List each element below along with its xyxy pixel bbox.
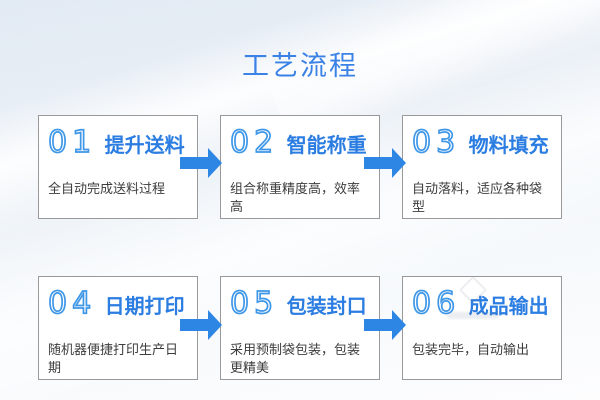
step-description: 组合称重精度高，效率高 — [230, 181, 361, 214]
step-heading: 06 成品输出 — [411, 286, 553, 326]
step-title: 提升送料 — [104, 135, 185, 157]
page-title: 工艺流程 — [242, 51, 358, 81]
step-description: 随机器便捷打印生产日期 — [48, 342, 179, 375]
step-number: 05 — [229, 286, 279, 322]
step-card-1: 01 提升送料 全自动完成送料过程 — [38, 115, 198, 219]
step-heading: 03 物料填充 — [411, 125, 553, 165]
step-description: 自动落料，适应各种袋型 — [412, 181, 543, 214]
step-heading: 04 日期打印 — [47, 286, 189, 326]
step-description: 采用预制袋包装，包装更精美 — [230, 342, 361, 375]
step-heading: 05 包装封口 — [229, 286, 371, 326]
step-number: 02 — [229, 125, 279, 161]
step-description: 包装完毕，自动输出 — [412, 342, 530, 357]
step-card-4: 04 日期打印 随机器便捷打印生产日期 — [38, 276, 198, 380]
step-number: 01 — [47, 125, 97, 161]
step-title: 包装封口 — [286, 296, 367, 318]
step-card-3: 03 物料填充 自动落料，适应各种袋型 — [402, 115, 562, 219]
step-heading: 01 提升送料 — [47, 125, 189, 165]
step-number: 04 — [47, 286, 97, 322]
step-title: 物料填充 — [468, 135, 549, 157]
flow-arrow-icon — [364, 310, 406, 340]
step-title: 日期打印 — [104, 296, 185, 318]
flow-arrow-icon — [364, 148, 406, 178]
step-card-2: 02 智能称重 组合称重精度高，效率高 — [220, 115, 380, 219]
flow-arrow-icon — [180, 310, 222, 340]
step-card-6: 06 成品输出 包装完毕，自动输出 — [402, 276, 562, 380]
step-number: 03 — [411, 125, 461, 161]
step-description: 全自动完成送料过程 — [48, 181, 166, 196]
flow-arrow-icon — [180, 148, 222, 178]
step-title: 成品输出 — [468, 296, 549, 318]
step-title: 智能称重 — [286, 135, 367, 157]
step-number: 06 — [411, 286, 461, 322]
step-heading: 02 智能称重 — [229, 125, 371, 165]
step-card-5: 05 包装封口 采用预制袋包装，包装更精美 — [220, 276, 380, 380]
